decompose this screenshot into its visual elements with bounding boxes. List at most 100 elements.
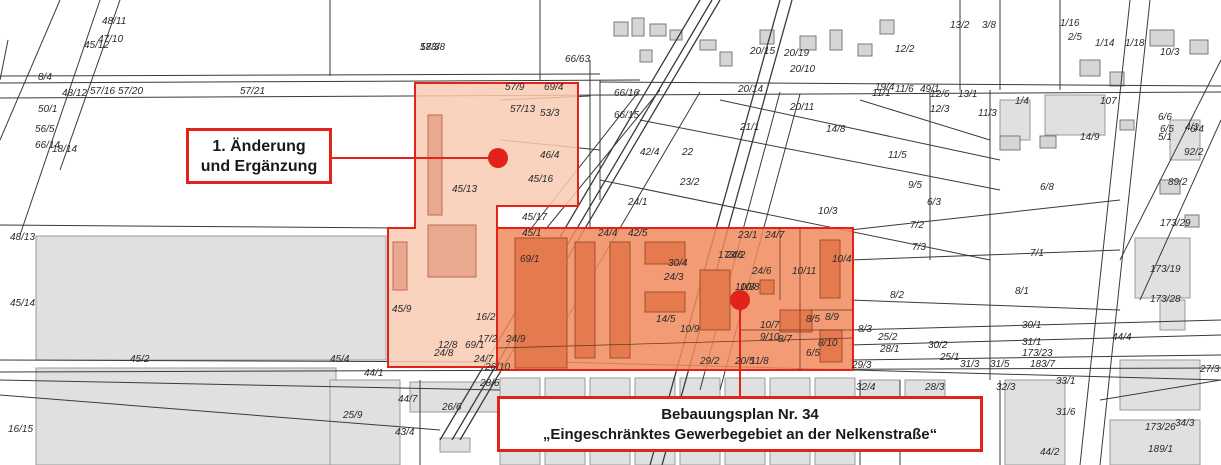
- parcel-number: 12/2: [895, 44, 915, 55]
- parcel-number: 24/1: [627, 197, 647, 208]
- parcel-number: 24/7: [764, 230, 785, 241]
- parcel-number: 92/2: [1184, 147, 1204, 158]
- parcel-number: 30/2: [928, 340, 948, 351]
- parcel-number: 24/6: [751, 266, 772, 277]
- parcel-number: 6/5: [1160, 124, 1174, 135]
- parcel-number: 25/9: [342, 410, 363, 421]
- parcel-number: 10/11: [792, 266, 816, 277]
- parcel-number: 57/9: [505, 82, 525, 93]
- parcel-number: 56/5: [35, 124, 55, 135]
- parcel-number: 20/5: [734, 356, 755, 367]
- plan-label: Bebauungsplan Nr. 34 „Eingeschränktes Ge…: [497, 396, 983, 452]
- parcel-number: 10/4: [832, 254, 852, 265]
- parcel-number: 10/8: [735, 282, 755, 293]
- parcel-number: 45/9: [392, 304, 412, 315]
- change-area-buildings: [392, 114, 477, 291]
- parcel-number: 16/2: [476, 312, 496, 323]
- parcel-number: 2/5: [1067, 32, 1082, 43]
- parcel-number: 21/1: [739, 122, 759, 133]
- parcel-number: 10/9: [680, 324, 700, 335]
- parcel-number: 13/1: [958, 89, 977, 100]
- parcel-number: 48/13: [10, 232, 35, 243]
- parcel-number: 28/1: [879, 344, 899, 355]
- parcel-number: 45/16: [528, 174, 553, 185]
- parcel-number: 49/1: [920, 84, 939, 95]
- parcel-number: 173/29: [1160, 218, 1191, 229]
- parcel-number: 24/2: [725, 250, 746, 261]
- parcel-number: 8/2: [890, 290, 904, 301]
- parcel-number: 1/14: [1095, 38, 1115, 49]
- parcel-number: 14/9: [1080, 132, 1100, 143]
- parcel-number: 45/13: [452, 184, 477, 195]
- parcel-number: 48/12: [62, 88, 87, 99]
- parcel-number: 66/63: [565, 54, 590, 65]
- parcel-number: 48/11: [102, 16, 126, 27]
- parcel-number: 31/3: [960, 359, 980, 370]
- parcel-number: 29/2: [699, 356, 720, 367]
- parcel-number: 10/8: [740, 282, 760, 293]
- parcel-number: 8/9: [825, 312, 839, 323]
- parcel-number: 31/6: [1056, 407, 1076, 418]
- parcel-number: 42/5: [628, 228, 648, 239]
- parcel-number: 10/7: [760, 320, 780, 331]
- parcel-number: 57/3: [420, 42, 440, 53]
- parcel-number: 24/9: [505, 334, 526, 345]
- parcel-number: 57/21: [240, 86, 265, 97]
- parcel-number: 31/5: [990, 359, 1010, 370]
- parcel-number: 7/2: [910, 220, 924, 231]
- parcel-number: 3/8: [982, 20, 996, 31]
- parcel-number: 44/7: [398, 394, 418, 405]
- parcel-number: 28/3: [924, 382, 945, 393]
- parcel-number: 45/17: [522, 212, 547, 223]
- parcel-number: 32/3: [996, 382, 1016, 393]
- parcel-number: 24/4: [597, 228, 618, 239]
- parcel-number: 43/4: [395, 427, 415, 438]
- parcel-number: 57/20: [118, 86, 143, 97]
- parcel-number: 183/8: [420, 42, 445, 53]
- parcel-number: 57/13: [510, 104, 535, 115]
- parcel-number: 20/19: [783, 48, 809, 59]
- change-label-line2: und Ergänzung: [200, 158, 318, 175]
- parcel-number: 18/14: [52, 144, 77, 155]
- leader-lines: [332, 157, 741, 396]
- parcel-number: 24/7: [473, 354, 494, 365]
- parcel-number: 69/4: [544, 82, 564, 93]
- parcel-number: 12/3: [930, 104, 950, 115]
- parcel-number: 173/23: [1022, 348, 1053, 359]
- parcel-number: 8/4: [38, 72, 52, 83]
- parcel-number: 5/1: [1158, 132, 1172, 143]
- plan-area-lines: [496, 228, 854, 370]
- parcel-number: 22: [681, 147, 694, 158]
- parcel-number: 32/4: [856, 382, 876, 393]
- parcel-number: 23/1: [737, 230, 757, 241]
- parcel-number: 12/8: [438, 340, 458, 351]
- parcel-number: 34/3: [1175, 418, 1195, 429]
- parcel-number: 45/14: [10, 298, 35, 309]
- parcel-number: 11/6: [895, 84, 914, 95]
- parcel-number: 1/4: [1015, 96, 1029, 107]
- parcel-number: 11/1: [872, 88, 891, 99]
- parcel-number: 6/3: [927, 197, 941, 208]
- parcel-number: 7/3: [912, 242, 926, 253]
- parcel-number: 24/8: [433, 348, 454, 359]
- parcel-number: 20/15: [749, 46, 775, 57]
- parcel-number: 69/1: [465, 340, 484, 351]
- parcel-number: 9/5: [908, 180, 922, 191]
- change-label: 1. Änderung und Ergänzung: [186, 128, 332, 184]
- parcel-number: 66/16: [614, 88, 639, 99]
- parcel-number: 20/14: [737, 84, 763, 95]
- parcel-number: 44/4: [1112, 332, 1132, 343]
- parcel-number: 16/15: [8, 424, 33, 435]
- parcel-number: 33/1: [1056, 376, 1075, 387]
- parcel-number: 26/6: [441, 402, 462, 413]
- plan-area-buildings: [514, 237, 843, 369]
- parcel-number: 173/26: [1145, 422, 1176, 433]
- parcel-number: 20/10: [789, 64, 815, 75]
- parcel-number: 9/10: [760, 332, 780, 343]
- parcel-number: 8/1: [1015, 286, 1029, 297]
- parcel-number: 53/3: [540, 108, 560, 119]
- parcel-number: 1/16: [1060, 18, 1080, 29]
- parcel-number: 173/6: [718, 250, 743, 261]
